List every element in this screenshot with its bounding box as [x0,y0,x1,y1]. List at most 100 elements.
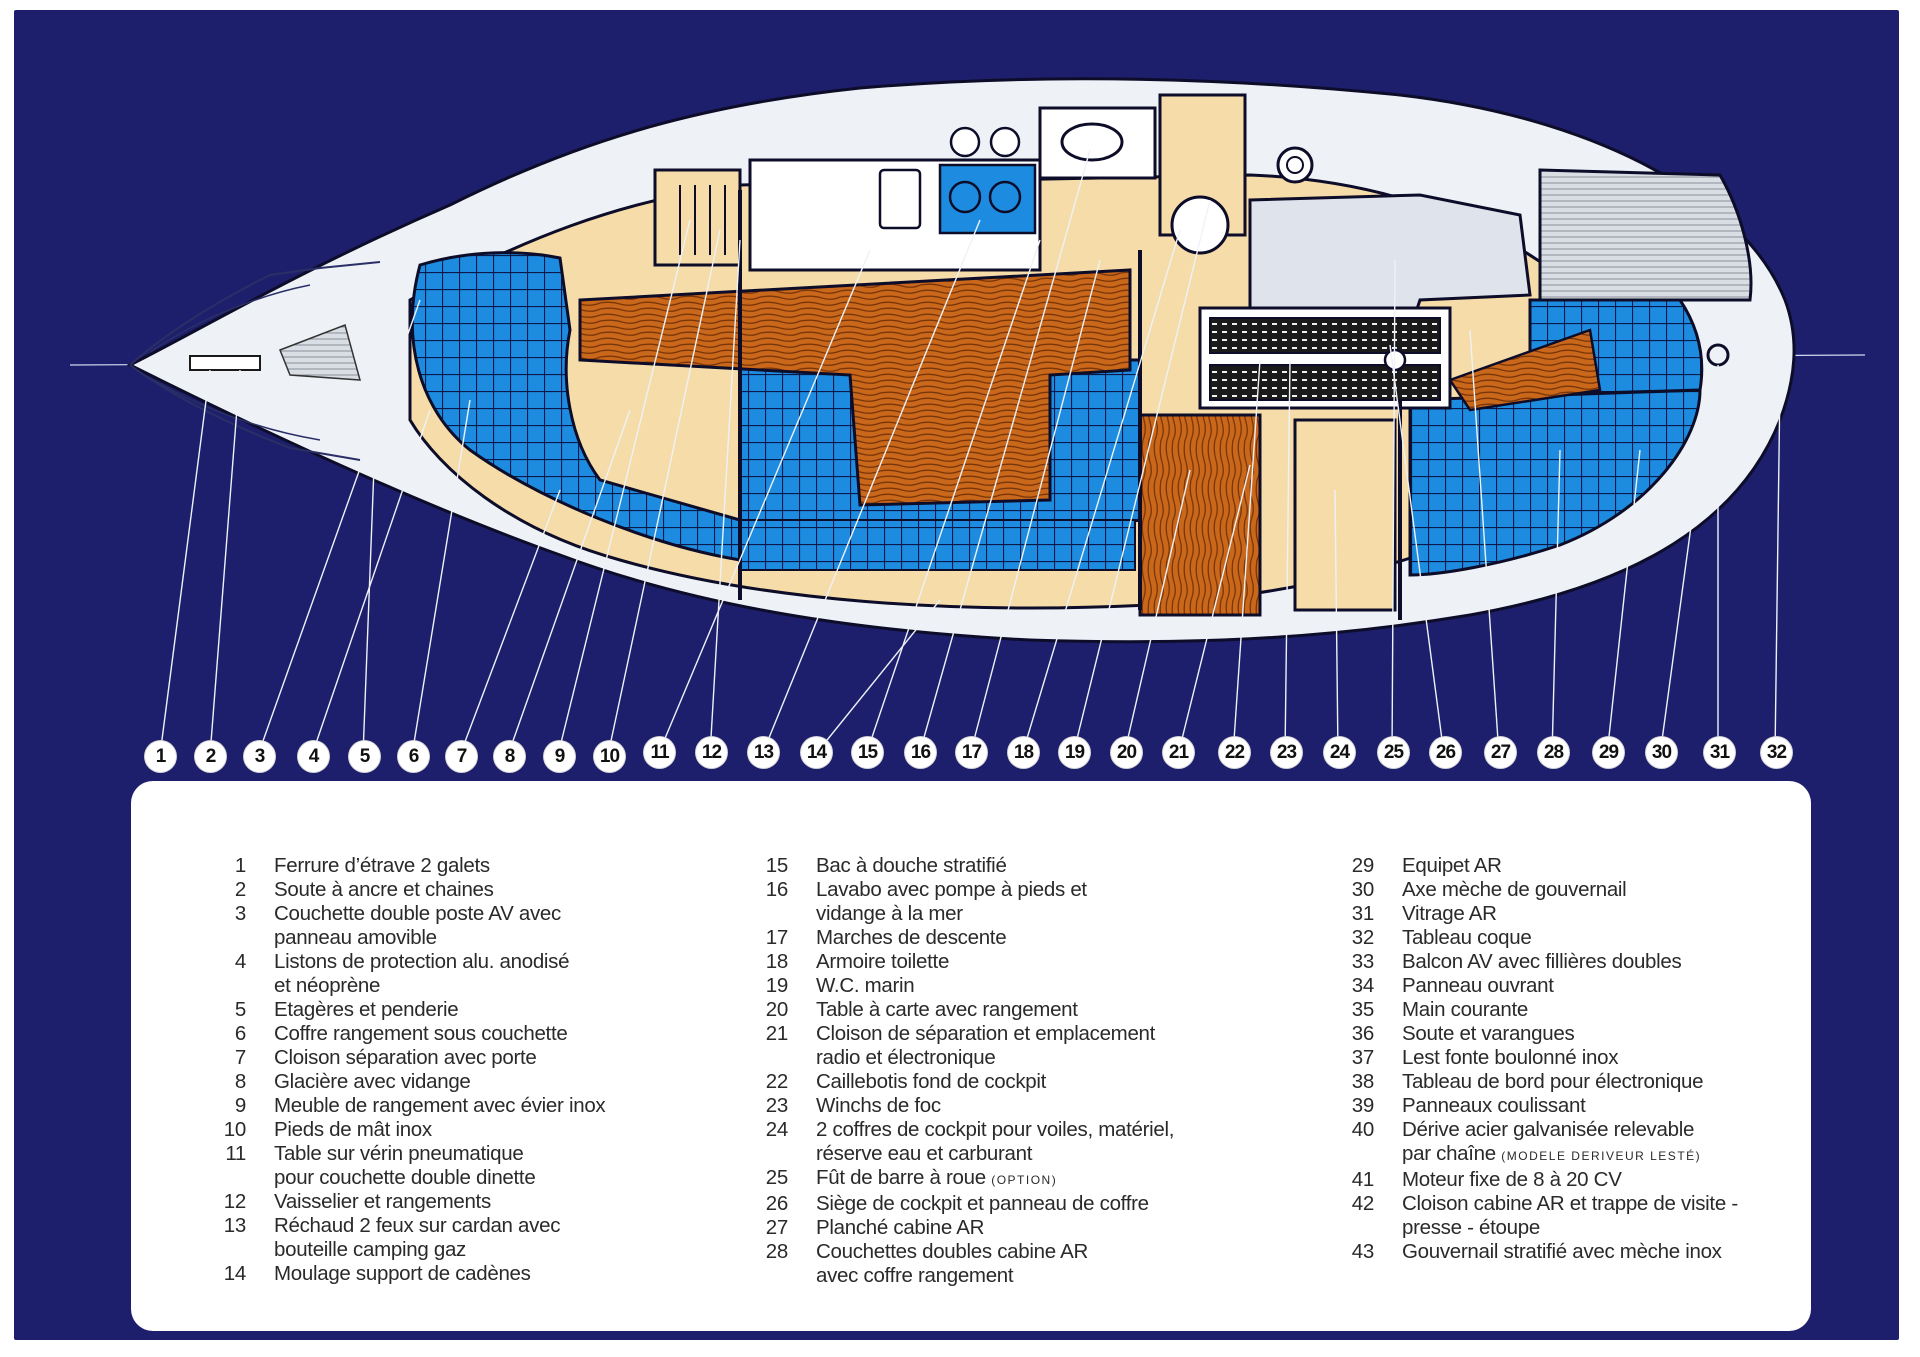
legend-item-text: vidange à la mer [816,902,963,926]
legend-item-label: Bac à douche stratifié [816,854,1007,877]
callout-number-11: 11 [644,737,675,768]
legend-item-note: (OPTION) [991,1173,1058,1187]
callout-number-3: 3 [244,741,275,772]
legend-item-label: Dérive acier galvanisée relevable [1402,1118,1695,1141]
legend-item-text: presse - étoupe [1402,1216,1540,1240]
legend-item: panneau amovible [198,926,605,950]
legend-item-label: vidange à la mer [816,902,963,925]
callout-number-30: 30 [1646,737,1677,768]
legend-item-text: Marches de descente [816,926,1007,950]
legend-item-text: et néoprène [274,974,380,998]
legend-item-text: Gouvernail stratifié avec mèche inox [1402,1240,1722,1264]
aft-cabin-floor [1448,328,1602,412]
callout-number-10: 10 [594,741,625,772]
callout-number-25: 25 [1378,737,1409,768]
legend-item-text: Soute à ancre et chaines [274,878,494,902]
legend-item-number: 16 [765,878,789,901]
legend-item-label: Glacière avec vidange [274,1070,471,1093]
legend-item: 8 Glacière avec vidange [198,1070,605,1094]
legend-item-label: Armoire toilette [816,950,950,973]
transom-cabinet [1293,418,1397,612]
saloon-table [578,268,1132,507]
callout-number-29: 29 [1593,737,1624,768]
legend-item-text: Glacière avec vidange [274,1070,471,1094]
legend-item: 15 Bac à douche stratifié [740,854,1174,878]
legend-item-text: Moteur fixe de 8 à 20 CV [1402,1168,1622,1192]
legend-item-text: Bac à douche stratifié [816,854,1007,878]
callout-number-20: 20 [1111,737,1142,768]
legend-item-number: 24 [765,1118,789,1141]
legend-item-label: Gouvernail stratifié avec mèche inox [1402,1240,1722,1263]
legend-item-number: 8 [234,1070,246,1093]
callout-number-8: 8 [494,741,525,772]
legend-item-number: 33 [1351,950,1375,973]
legend-item-text: avec coffre rangement [816,1264,1014,1288]
legend-item-text: Tableau coque [1402,926,1532,950]
callout-number-13: 13 [748,737,779,768]
legend-item-label: bouteille camping gaz [274,1238,466,1261]
legend-item-label: Listons de protection alu. anodisé [274,950,570,973]
legend-item-text: Caillebotis fond de cockpit [816,1070,1046,1094]
legend-item-label: Planché cabine AR [816,1216,985,1239]
legend-item-label: Main courante [1402,998,1529,1021]
legend-item-number: 11 [225,1142,246,1165]
legend-item-label: et néoprène [274,974,381,997]
legend-item-number: 27 [765,1216,789,1239]
legend-item-text: Siège de cockpit et panneau de coffre [816,1192,1149,1216]
legend-item-text: Panneaux coulissant [1402,1094,1586,1118]
legend-item: 2 Soute à ancre et chaines [198,878,605,902]
legend-item-number: 10 [223,1118,247,1141]
callout-number-23: 23 [1271,737,1302,768]
legend-item-number: 15 [765,854,789,877]
legend-item: radio et électronique [740,1046,1174,1070]
legend-item-text: Axe mèche de gouvernail [1402,878,1627,902]
callout-number-16: 16 [905,737,936,768]
legend-item-number: 2 [234,878,246,901]
legend-item-number: 3 [234,902,246,925]
legend-item-number: 25 [765,1166,789,1189]
legend-item-text: Tableau de bord pour électronique [1402,1070,1704,1094]
bow-pulpit [129,261,381,366]
legend-item-label: W.C. marin [816,974,915,997]
anchor-locker [279,324,362,381]
legend-item-label: Winchs de foc [816,1094,941,1117]
legend-item-text: pour couchette double dinette [274,1166,536,1190]
legend-item-number: 42 [1351,1192,1375,1215]
legend-item-text: Meuble de rangement avec évier inox [274,1094,606,1118]
callout-number-14: 14 [801,737,832,768]
legend-item-text: Winchs de foc [816,1094,941,1118]
callout-number-1: 1 [145,741,176,772]
bulkheads [738,190,1402,620]
legend-item-label: Moteur fixe de 8 à 20 CV [1402,1168,1622,1191]
legend-item-number: 12 [223,1190,247,1213]
legend-item-text: 2 coffres de cockpit pour voiles, matéri… [816,1118,1174,1142]
callout-number-7: 7 [446,741,477,772]
legend-item: vidange à la mer [740,902,1174,926]
legend-item-number: 6 [234,1022,246,1045]
callout-number-24: 24 [1324,737,1355,768]
callout-number-28: 28 [1538,737,1569,768]
legend-item-text: Lest fonte boulonné inox [1402,1046,1619,1070]
legend-item-text: Couchette double poste AV avec [274,902,561,926]
legend-item-label: Cloison séparation avec porte [274,1046,537,1069]
